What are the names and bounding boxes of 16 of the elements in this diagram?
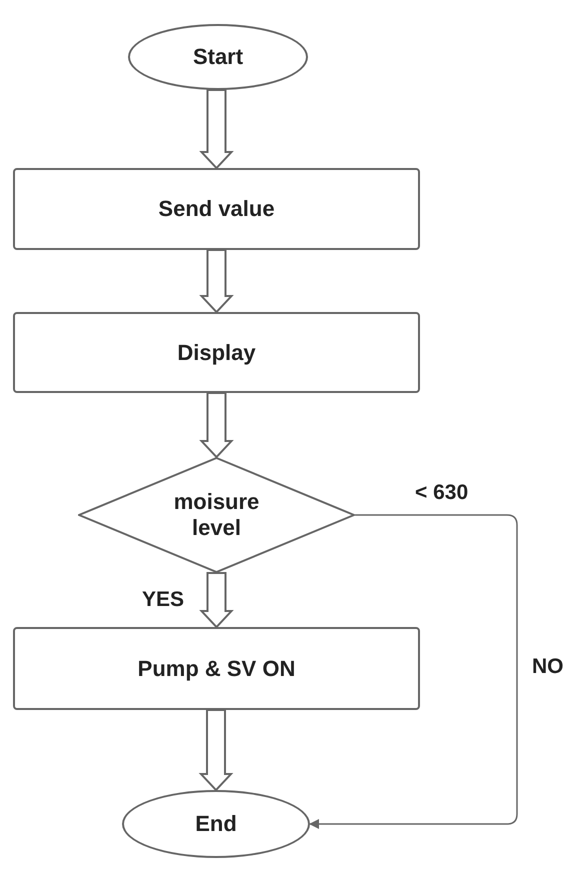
- node-text: End: [195, 811, 237, 837]
- node-text: Start: [192, 44, 244, 70]
- block-arrow: [199, 89, 234, 170]
- block-arrow: [198, 709, 234, 792]
- arrow: [309, 514, 518, 829]
- decision-diamond: [78, 457, 355, 573]
- block-arrow: [199, 572, 234, 628]
- node-text: Display: [177, 340, 256, 366]
- block-arrow: [199, 392, 234, 458]
- node-text: Pump & SV ON: [138, 656, 296, 682]
- process-box: [13, 312, 420, 393]
- block-arrow: [199, 249, 234, 314]
- process-box: [13, 627, 420, 710]
- process-box: [13, 168, 420, 250]
- node-text: moisure level: [172, 489, 260, 541]
- node-text: Send value: [158, 196, 275, 222]
